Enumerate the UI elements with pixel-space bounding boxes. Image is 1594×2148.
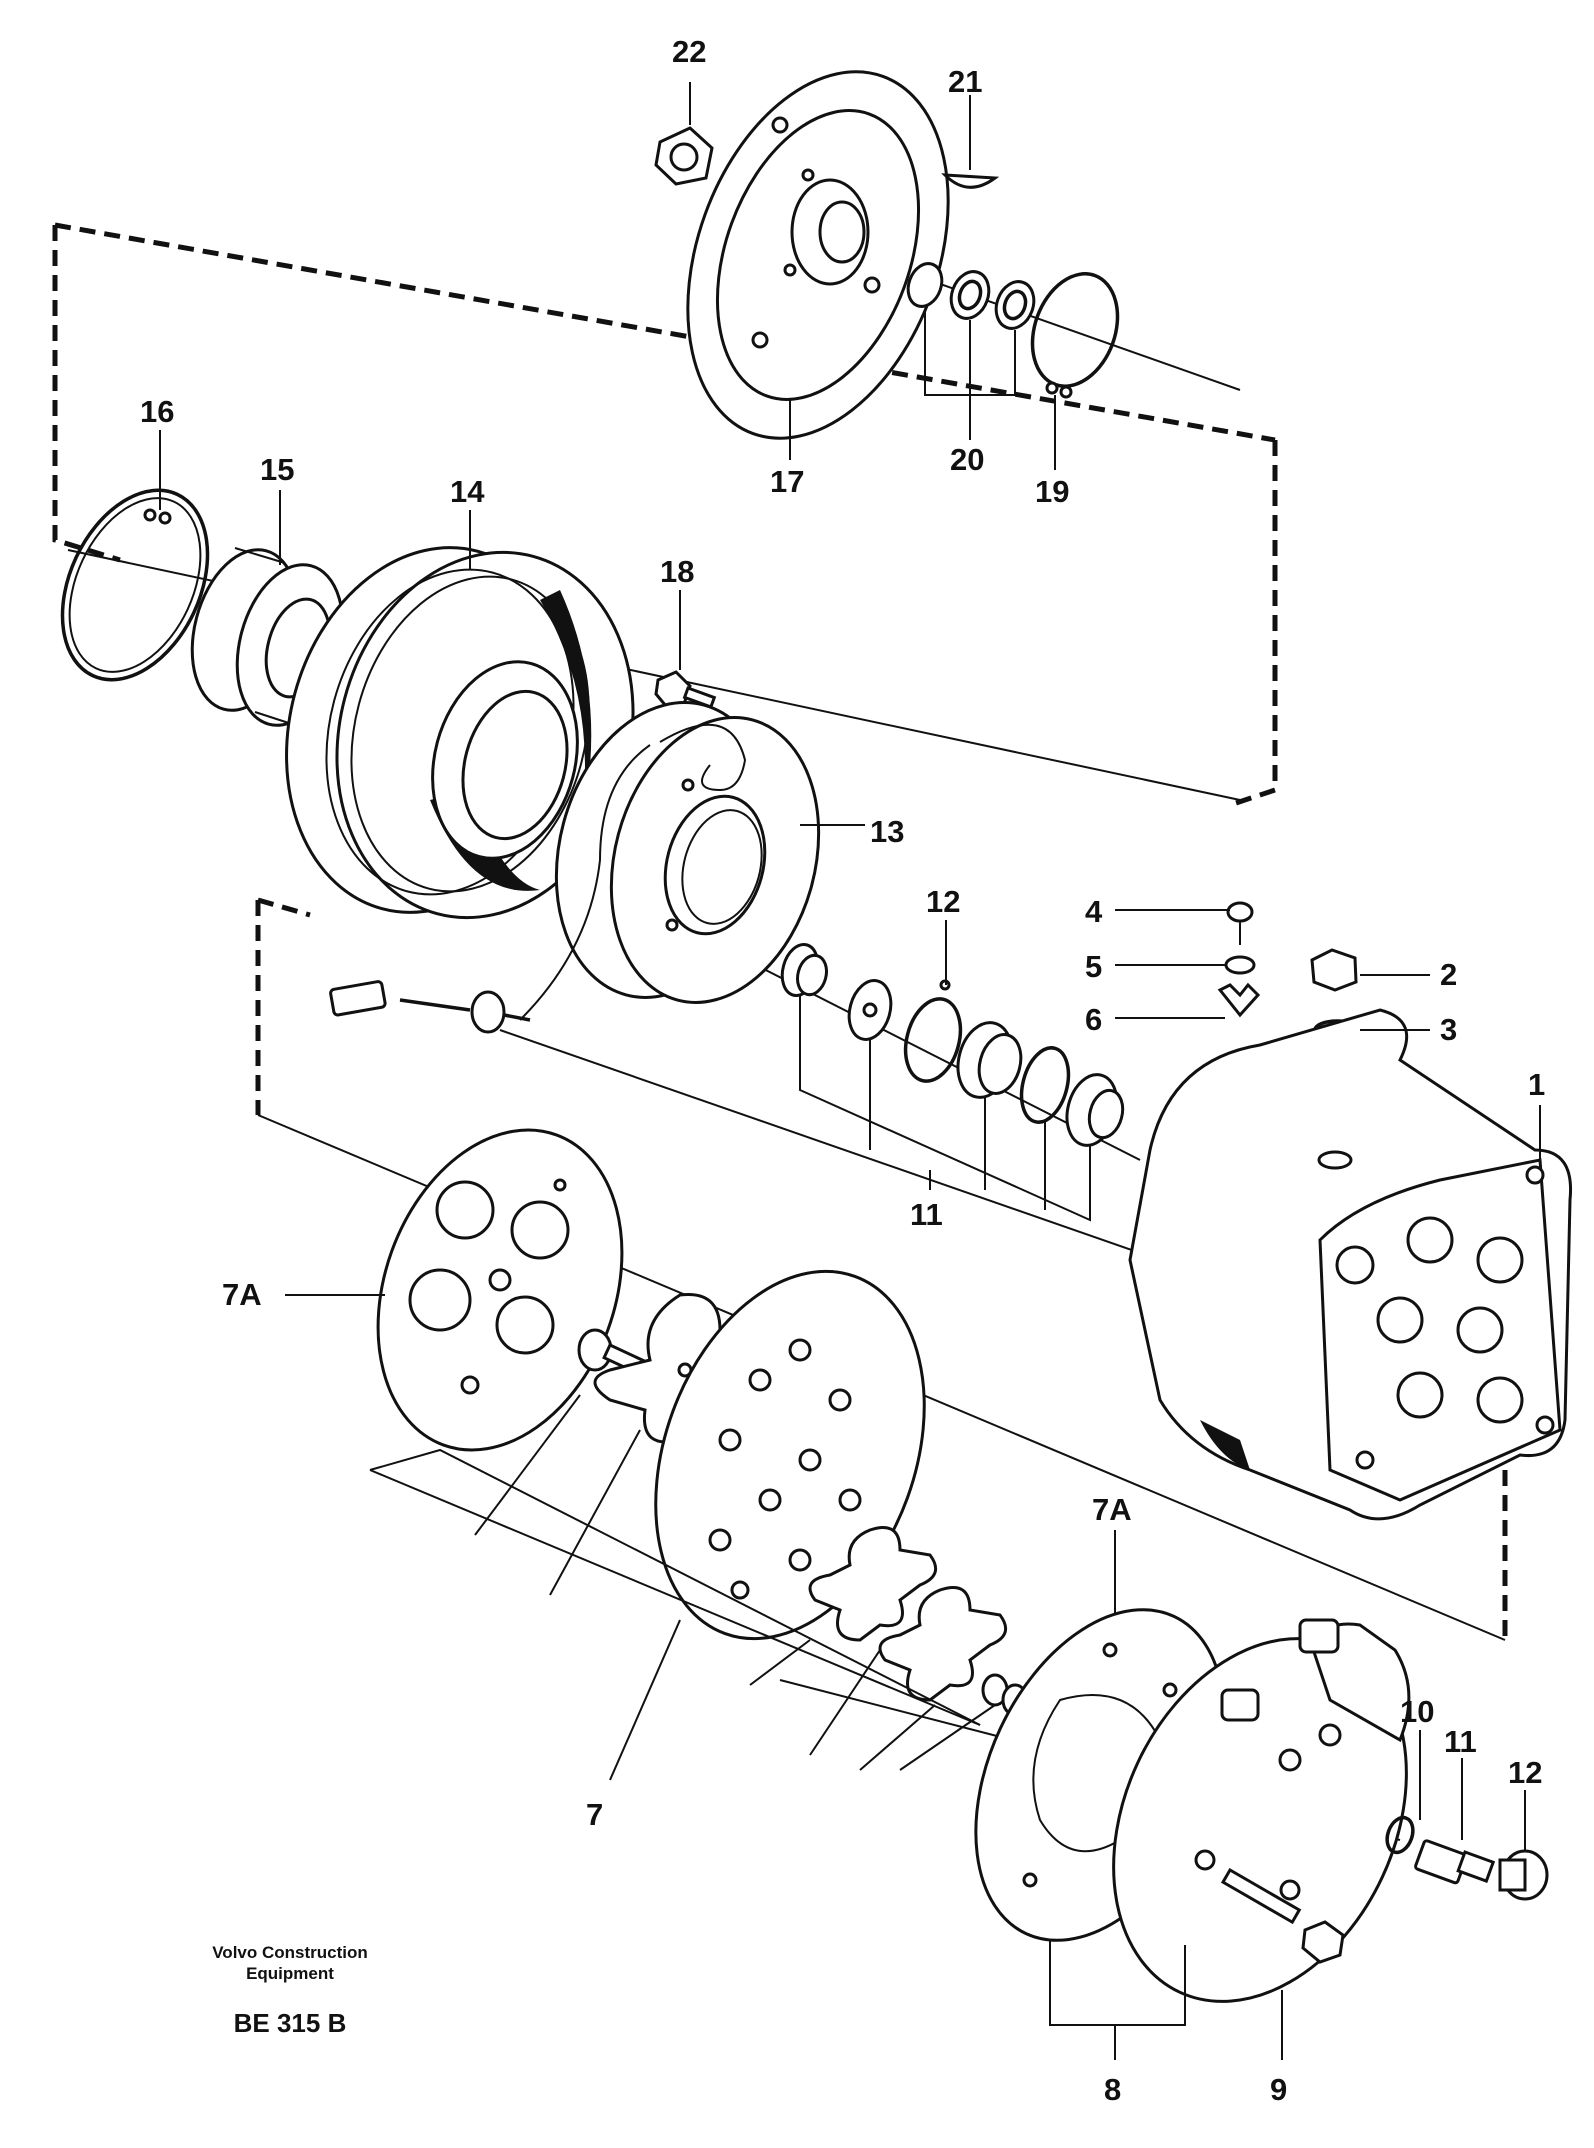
part-6-clip <box>1217 982 1261 1018</box>
callout-23: 21 <box>948 64 982 99</box>
callout-10: 10 <box>1400 1694 1434 1729</box>
footer: Volvo Construction Equipment BE 315 B <box>212 1943 368 2038</box>
part-22-shims <box>906 262 1036 330</box>
part-7-valve-plate <box>654 1269 926 1641</box>
part-10-o-ring <box>1385 1815 1415 1855</box>
callout-21: 19 <box>1035 474 1069 509</box>
callout-4: 4 <box>1085 894 1103 929</box>
callout-18: 16 <box>140 394 174 429</box>
part-24-nut <box>654 126 714 186</box>
part-7a-gasket-left <box>376 1128 624 1452</box>
callout-11: 11 <box>1444 1724 1477 1759</box>
callout-labels: 22 21 17 20 19 16 15 14 18 13 12 11 4 5 … <box>140 34 1545 2107</box>
part-5-washer <box>1224 955 1256 975</box>
leader-lines <box>159 82 1541 2060</box>
callout-17: 15 <box>260 452 294 487</box>
callout-5: 5 <box>1085 949 1102 984</box>
callout-12: 12 <box>1508 1755 1542 1790</box>
callout-9: 9 <box>1270 2072 1287 2107</box>
footer-drawing-code: BE 315 B <box>234 2008 347 2038</box>
footer-company-line2: Equipment <box>246 1964 334 1983</box>
callout-7a-right: 7A <box>1092 1492 1132 1527</box>
callout-7: 7 <box>586 1797 603 1832</box>
callout-1: 1 <box>1528 1067 1545 1102</box>
part-8-cylinder-head <box>1112 1618 1411 2003</box>
part-15-coil <box>519 701 821 1021</box>
callout-6: 6 <box>1085 1002 1102 1037</box>
dashed-frame-upper <box>52 222 1278 808</box>
part-20-screw <box>654 670 717 709</box>
callout-16: 14 <box>450 474 485 509</box>
part-9-bolt <box>1220 1867 1345 1964</box>
part-18-snap-ring <box>60 488 210 682</box>
part-12-cap <box>1498 1849 1549 1901</box>
part-21-snap-ring <box>1030 272 1120 399</box>
part-4-screw <box>1226 901 1254 945</box>
callout-2: 2 <box>1440 957 1457 992</box>
part-23-key <box>941 173 1000 189</box>
callout-14: 12 <box>926 884 960 919</box>
part-2-plug <box>1310 948 1358 992</box>
callout-22: 20 <box>950 442 984 477</box>
part-16-pulley <box>285 546 635 920</box>
callout-8: 8 <box>1104 2072 1121 2107</box>
callout-15: 13 <box>870 814 904 849</box>
part-13-seal-set <box>780 943 1125 1147</box>
callout-20: 18 <box>660 554 694 589</box>
part-19-hub-plate <box>686 70 950 440</box>
callout-3: 3 <box>1440 1012 1457 1047</box>
part-1-compressor-body <box>1128 1008 1573 1521</box>
part-11-valve <box>1414 1839 1496 1885</box>
dashed-frame-lower <box>255 897 1508 1640</box>
callout-7a-left: 7A <box>222 1277 262 1312</box>
callout-13: 11 <box>910 1197 943 1232</box>
callout-24: 22 <box>672 34 706 69</box>
wire-connector <box>329 980 531 1034</box>
footer-company-line1: Volvo Construction <box>212 1943 368 1962</box>
callout-19: 17 <box>770 464 804 499</box>
